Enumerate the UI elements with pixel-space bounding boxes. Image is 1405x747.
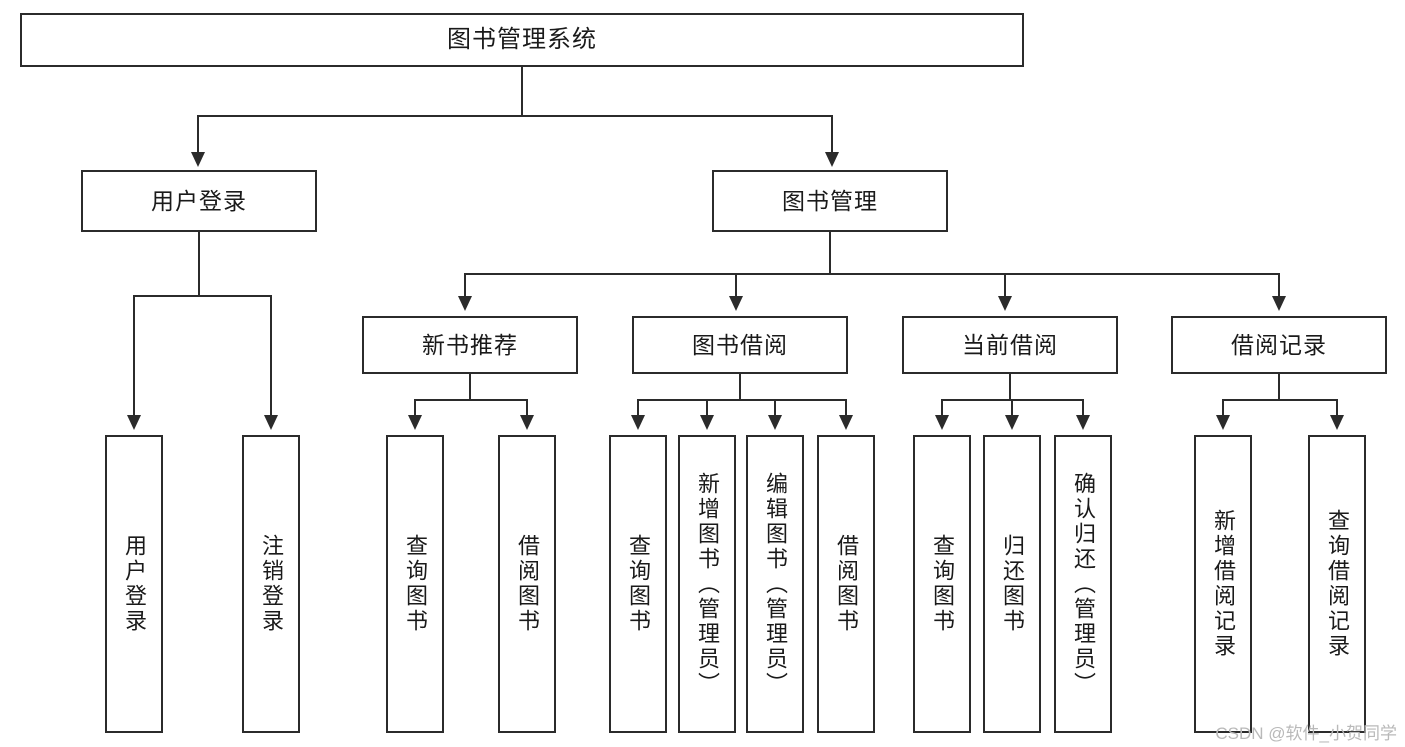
leaf-logout[interactable]: 注销登录 — [242, 435, 300, 733]
arrowhead-leaf-query-book-3 — [935, 415, 949, 430]
node-label: 图书管理 — [782, 187, 878, 214]
csdn-watermark: CSDN @软件_小贺同学 — [1215, 724, 1397, 743]
arrowhead-leaf-edit-book — [768, 415, 782, 430]
node-label: 查询图书 — [625, 534, 651, 634]
connector-bookmgmt-leg-1 — [464, 273, 466, 298]
connector-currentborrow-leg-2 — [1011, 399, 1013, 417]
leaf-borrow-book-newbook[interactable]: 借阅图书 — [498, 435, 556, 733]
connector-userlogin-leg-2 — [270, 295, 272, 417]
node-label: 借阅图书 — [514, 534, 540, 634]
connector-newbook-stem — [469, 374, 471, 401]
arrowhead-leaf-borrow-book-2 — [839, 415, 853, 430]
connector-borrowrecord-leg-2 — [1336, 399, 1338, 417]
arrowhead-leaf-user-login — [127, 415, 141, 430]
arrowhead-leaf-query-book-2 — [631, 415, 645, 430]
node-book-management[interactable]: 图书管理 — [712, 170, 948, 232]
connector-currentborrow-leg-1 — [941, 399, 943, 417]
connector-bookborrow-leg-3 — [774, 399, 776, 417]
connector-bookborrow-leg-4 — [845, 399, 847, 417]
leaf-query-book-borrow[interactable]: 查询图书 — [609, 435, 667, 733]
arrowhead-leaf-add-book — [700, 415, 714, 430]
arrowhead-leaf-borrow-book-1 — [520, 415, 534, 430]
arrowhead-leaf-query-record — [1330, 415, 1344, 430]
connector-borrowrecord-stem — [1278, 374, 1280, 401]
node-label: 新增图书（管理员） — [694, 471, 720, 697]
arrowhead-to-user-login — [191, 152, 205, 167]
node-label: 用户登录 — [151, 187, 247, 214]
node-label: 当前借阅 — [962, 331, 1058, 358]
node-new-book-recommend[interactable]: 新书推荐 — [362, 316, 578, 374]
connector-newbook-bus — [414, 399, 526, 401]
node-label: 归还图书 — [999, 534, 1025, 634]
connector-borrowrecord-bus — [1222, 399, 1336, 401]
connector-root-bus — [197, 115, 833, 117]
arrowhead-leaf-confirm-return — [1076, 415, 1090, 430]
node-label: 用户登录 — [121, 534, 147, 634]
arrowhead-leaf-return-book — [1005, 415, 1019, 430]
leaf-borrow-book-borrow[interactable]: 借阅图书 — [817, 435, 875, 733]
connector-bookborrow-stem — [739, 374, 741, 401]
connector-bookmgmt-stem — [829, 232, 831, 275]
connector-newbook-leg-1 — [414, 399, 416, 417]
connector-to-book-mgmt — [831, 115, 833, 155]
connector-bookmgmt-bus — [464, 273, 1280, 275]
node-label: 图书借阅 — [692, 331, 788, 358]
connector-bookborrow-leg-2 — [706, 399, 708, 417]
leaf-query-borrow-record[interactable]: 查询借阅记录 — [1308, 435, 1366, 733]
node-book-borrow[interactable]: 图书借阅 — [632, 316, 848, 374]
arrowhead-to-book-borrow — [729, 296, 743, 311]
node-label: 借阅图书 — [833, 534, 859, 634]
connector-newbook-leg-2 — [526, 399, 528, 417]
connector-currentborrow-leg-3 — [1082, 399, 1084, 417]
node-label: 借阅记录 — [1231, 331, 1327, 358]
node-label: 新增借阅记录 — [1210, 509, 1236, 659]
connector-bookborrow-leg-1 — [637, 399, 639, 417]
arrowhead-leaf-add-record — [1216, 415, 1230, 430]
node-label: 确认归还（管理员） — [1070, 471, 1096, 697]
arrowhead-to-book-mgmt — [825, 152, 839, 167]
connector-bookmgmt-leg-4 — [1278, 273, 1280, 298]
leaf-add-borrow-record[interactable]: 新增借阅记录 — [1194, 435, 1252, 733]
arrowhead-to-borrow-record — [1272, 296, 1286, 311]
node-user-login[interactable]: 用户登录 — [81, 170, 317, 232]
connector-userlogin-stem — [198, 232, 200, 297]
node-label: 新书推荐 — [422, 331, 518, 358]
leaf-confirm-return-admin[interactable]: 确认归还（管理员） — [1054, 435, 1112, 733]
leaf-return-book[interactable]: 归还图书 — [983, 435, 1041, 733]
leaf-user-login[interactable]: 用户登录 — [105, 435, 163, 733]
connector-to-user-login — [197, 115, 199, 155]
connector-root-stem — [521, 67, 523, 116]
node-label: 注销登录 — [258, 534, 284, 634]
connector-bookborrow-bus — [637, 399, 845, 401]
connector-bookmgmt-leg-2 — [735, 273, 737, 298]
connector-bookmgmt-leg-3 — [1004, 273, 1006, 298]
node-label: 图书管理系统 — [447, 26, 597, 54]
connector-userlogin-bus — [133, 295, 270, 297]
node-label: 查询图书 — [402, 534, 428, 634]
leaf-add-book-admin[interactable]: 新增图书（管理员） — [678, 435, 736, 733]
node-label: 查询借阅记录 — [1324, 509, 1350, 659]
arrowhead-to-current-borrow — [998, 296, 1012, 311]
node-current-borrow[interactable]: 当前借阅 — [902, 316, 1118, 374]
connector-userlogin-leg-1 — [133, 295, 135, 417]
arrowhead-to-new-book — [458, 296, 472, 311]
arrowhead-leaf-logout — [264, 415, 278, 430]
leaf-edit-book-admin[interactable]: 编辑图书（管理员） — [746, 435, 804, 733]
node-borrow-record[interactable]: 借阅记录 — [1171, 316, 1387, 374]
node-label: 查询图书 — [929, 534, 955, 634]
connector-currentborrow-stem — [1009, 374, 1011, 401]
connector-borrowrecord-leg-1 — [1222, 399, 1224, 417]
arrowhead-leaf-query-book-1 — [408, 415, 422, 430]
node-label: 编辑图书（管理员） — [762, 471, 788, 697]
node-root-system[interactable]: 图书管理系统 — [20, 13, 1024, 67]
leaf-query-book-current[interactable]: 查询图书 — [913, 435, 971, 733]
leaf-query-book-newbook[interactable]: 查询图书 — [386, 435, 444, 733]
